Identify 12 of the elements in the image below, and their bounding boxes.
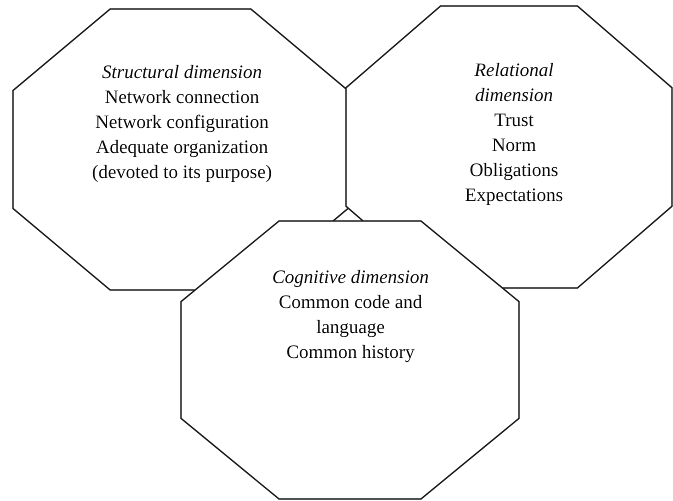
list-item: Network connection [104,86,260,110]
list-item: Expectations [464,184,564,208]
list-item: Adequate organization (devoted to its purpose) [91,136,273,185]
dimension-heading: Relational dimension [473,59,555,108]
list-item: Common history [285,341,416,365]
list-item: Trust [493,109,535,133]
dimension-heading: Cognitive dimension [271,266,430,290]
list-item: Norm [490,134,538,158]
list-item: Common code and language [278,291,424,340]
dimension-heading: Structural dimension [101,61,263,85]
list-item: Obligations [468,159,560,183]
list-item: Network configuration [94,111,270,135]
